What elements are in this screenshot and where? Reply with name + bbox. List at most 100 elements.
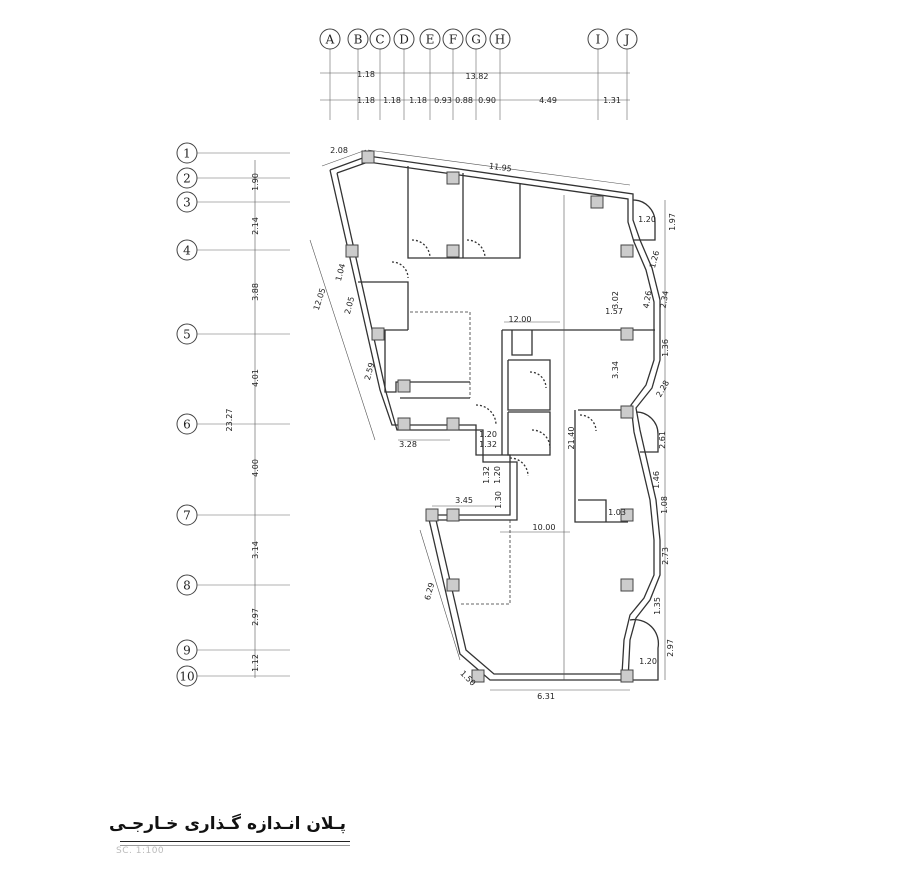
dim-label-3: 1.20 <box>638 215 656 224</box>
dim-label-29: 1.20 <box>493 466 502 484</box>
dim-label-1: 2.08 <box>330 146 348 155</box>
building-walls <box>329 155 661 681</box>
scale-label: SC. 1:100 <box>116 846 165 856</box>
dim-top-b: 1.18 <box>357 70 375 79</box>
partition-11 <box>511 330 533 356</box>
dim-label-13: 2.28 <box>654 379 671 399</box>
dim-top-seg-1: 1.18 <box>357 96 375 105</box>
column-9 <box>397 379 411 393</box>
grid-bubble-row-5 <box>176 323 198 345</box>
grid-label-row-5: 5 <box>183 328 191 342</box>
dim-top-seg-7: 4.49 <box>539 96 557 105</box>
column-8 <box>620 327 634 341</box>
partition-3 <box>358 281 409 330</box>
column-3 <box>590 195 604 209</box>
column-11 <box>397 417 411 431</box>
grid-bubble-row-8 <box>176 574 198 596</box>
drawing-title: پـلان انـدازه گـذاری خـارجـی <box>108 814 346 834</box>
grid-bubble-col-H <box>489 28 511 50</box>
column-2 <box>446 171 460 185</box>
column-13 <box>620 508 634 522</box>
door-arc-8 <box>579 414 597 432</box>
dim-label-18: 10.00 <box>533 523 556 532</box>
dim-label-31: 1.32 <box>479 440 497 449</box>
title-underline <box>120 841 350 842</box>
door-arc-5 <box>531 429 551 449</box>
door-arc-2 <box>466 239 486 259</box>
dim-top-seg-4: 0.93 <box>434 96 452 105</box>
grid-bubble-row-1 <box>176 142 198 164</box>
column-12 <box>620 405 634 419</box>
grid-bubble-col-C <box>369 28 391 50</box>
column-19 <box>620 669 634 683</box>
partition-12 <box>578 499 607 522</box>
grid-label-col-J: J <box>623 33 630 47</box>
bay-window-top <box>632 199 656 241</box>
dashed-area-2 <box>460 520 511 605</box>
outer-wall <box>329 155 661 681</box>
dim-top-seg-5: 0.88 <box>455 96 473 105</box>
dim-label-37: 21.40 <box>567 427 576 450</box>
outer-wall-inner <box>336 161 655 675</box>
dim-label-19: 2.73 <box>661 547 670 565</box>
column-10 <box>446 417 460 431</box>
dim-label-28: 1.32 <box>482 466 491 484</box>
dim-label-32: 3.28 <box>399 440 417 449</box>
column-6 <box>620 244 634 258</box>
grid-label-col-E: E <box>426 33 435 47</box>
dim-label-34: 2.05 <box>343 296 356 316</box>
grid-bubble-col-G <box>465 28 487 50</box>
grid-label-col-A: A <box>325 33 335 47</box>
dim-label-12: 3.34 <box>611 361 620 379</box>
partition-1 <box>407 166 521 259</box>
dim-left-seg-2: 2.14 <box>251 217 260 235</box>
grid-label-row-1: 1 <box>183 147 191 161</box>
dim-top-seg-8: 1.31 <box>603 96 621 105</box>
grid-label-col-I: I <box>596 33 601 47</box>
dim-label-33: 2.59 <box>363 362 376 382</box>
grid-bubble-row-6 <box>176 413 198 435</box>
dim-label-21: 2.97 <box>666 639 675 657</box>
grid-label-row-9: 9 <box>183 644 191 658</box>
partition-9 <box>574 410 628 523</box>
dim-label-26: 3.45 <box>455 496 473 505</box>
dim-left-overall: 23.27 <box>225 409 234 432</box>
dim-top-seg-2: 1.18 <box>383 96 401 105</box>
grid-lines <box>197 49 628 677</box>
grid-label-col-H: H <box>495 33 505 47</box>
grid-label-col-F: F <box>449 33 457 47</box>
grid-bubble-col-A <box>319 28 341 50</box>
dashed-area-1 <box>410 311 471 398</box>
dim-top-seg-3: 1.18 <box>409 96 427 105</box>
dim-label-36: 12.05 <box>312 287 328 312</box>
grid-label-col-B: B <box>354 33 363 47</box>
bay-window-mid <box>635 411 659 453</box>
dim-left-seg-7: 2.97 <box>251 608 260 626</box>
dim-left-seg-8: 1.12 <box>251 654 260 672</box>
dim-label-27: 1.30 <box>494 491 503 509</box>
partition-8 <box>507 411 551 456</box>
dim-label-15: 1.46 <box>652 471 661 489</box>
dim-label-30: 1.20 <box>479 430 497 439</box>
grid-label-col-D: D <box>399 33 409 47</box>
dim-label-9: 1.57 <box>605 307 623 316</box>
dim-label-35: 1.04 <box>334 263 347 283</box>
column-17 <box>620 578 634 592</box>
column-18 <box>471 669 485 683</box>
grid-bubble-row-7 <box>176 504 198 526</box>
dim-label-4: 1.97 <box>668 213 677 231</box>
dim-label-14: 2.61 <box>658 431 667 449</box>
title-underline-thin <box>120 845 350 846</box>
grid-bubble-col-F <box>442 28 464 50</box>
dim-label-22: 1.20 <box>639 657 657 666</box>
grid-bubble-row-4 <box>176 239 198 261</box>
column-5 <box>446 244 460 258</box>
column-15 <box>425 508 439 522</box>
grid-bubble-row-3 <box>176 191 198 213</box>
grid-label-row-3: 3 <box>183 196 191 210</box>
door-arc-6 <box>529 371 547 389</box>
door-arc-1 <box>411 239 431 259</box>
grid-label-row-8: 8 <box>183 579 191 593</box>
door-arc-4 <box>475 404 497 426</box>
